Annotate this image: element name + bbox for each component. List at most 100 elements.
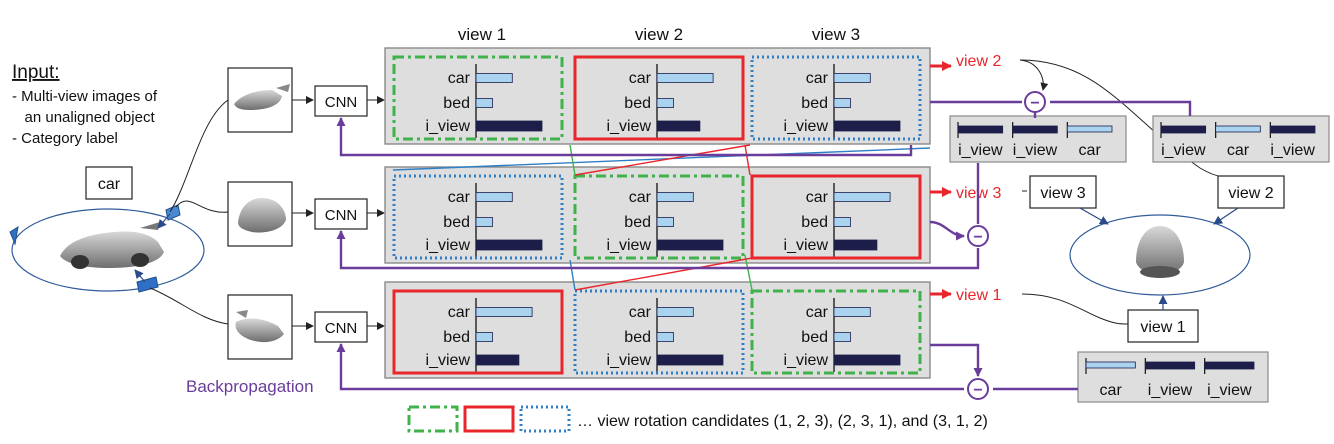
legend-text: … view rotation candidates (1, 2, 3), (2… (577, 413, 988, 430)
bar-i-view-p1-c2 (656, 120, 701, 132)
backprop-label: Backpropagation (186, 377, 314, 396)
bar-i-view-p1-c3 (833, 120, 901, 132)
cnn-label-3: CNN (325, 320, 358, 337)
bar-label-i-view: i_view (784, 237, 829, 254)
bar-label-bed: bed (801, 95, 828, 112)
target-label-i-view: i_view (1161, 142, 1206, 159)
target-bar-i-view (1144, 361, 1196, 370)
category-label-box (85, 166, 133, 200)
view-header-3: view 3 (812, 25, 860, 44)
candidate-box-r-p1 (573, 55, 745, 141)
bar-bed-p1-c1 (475, 98, 493, 108)
bar-label-bed: bed (624, 95, 651, 112)
bar-i-view-p2-c1 (475, 239, 543, 251)
view-image-2 (227, 181, 293, 247)
connector-camera-view2 (175, 200, 229, 213)
candidate-box-g-p1 (392, 55, 564, 141)
bar-car-p1-c3 (833, 73, 871, 83)
estimated-view-label-3: view 3 (1040, 185, 1085, 202)
bar-label-i-view: i_view (426, 237, 471, 254)
connector-output-view1 (1021, 293, 1129, 325)
bar-bed-p2-c3 (833, 217, 851, 227)
bar-car-p1-c1 (475, 73, 513, 83)
target-bar-i-view (1204, 361, 1255, 370)
bar-label-car: car (629, 304, 652, 321)
minus-node-1: − (1024, 91, 1046, 113)
connector-camera-view1 (169, 99, 229, 213)
target-label-car: car (1079, 142, 1102, 159)
input-title: Input: (12, 62, 60, 83)
input-description: Input: - Multi-view images of an unalign… (12, 62, 158, 147)
svg-text:−: − (1030, 95, 1039, 112)
bar-i-view-p3-c1 (475, 354, 520, 366)
minus-node-3: − (967, 378, 989, 400)
view-header-2: view 2 (635, 25, 683, 44)
estimated-view-box-2: view 2 (1217, 175, 1285, 209)
output-label-3: view 1 (956, 287, 1001, 304)
bar-car-p2-c3 (833, 192, 891, 202)
bar-label-bed: bed (443, 329, 470, 346)
target-label-i-view: i_view (1207, 382, 1252, 399)
cnn-block-1: CNN (314, 85, 368, 117)
bar-i-view-p2-c3 (833, 239, 878, 251)
bar-bed-p3-c3 (833, 332, 851, 342)
bar-car-p2-c1 (475, 192, 513, 202)
bar-label-car: car (448, 304, 471, 321)
bar-i-view-p2-c2 (656, 239, 724, 251)
legend: … view rotation candidates (1, 2, 3), (2… (407, 405, 988, 433)
bar-bed-p2-c2 (656, 217, 674, 227)
bar-bed-p1-c3 (833, 98, 851, 108)
target-label-i-view: i_view (1270, 142, 1315, 159)
bar-bed-p1-c2 (656, 98, 674, 108)
aligned-object (1069, 214, 1251, 296)
target-box-3 (1077, 351, 1269, 403)
candidate-box-r-p2 (750, 174, 922, 260)
bar-car-p2-c2 (656, 192, 694, 202)
target-label-car: car (1227, 142, 1250, 159)
connector-output-minus-1 (1019, 59, 1049, 91)
bar-label-car: car (806, 304, 829, 321)
bar-car-p3-c3 (833, 307, 871, 317)
bar-label-car: car (448, 70, 471, 87)
bar-i-view-p3-c2 (656, 354, 724, 366)
target-bar-car (1066, 125, 1113, 133)
target-label-i-view: i_view (958, 142, 1003, 159)
bar-car-p3-c1 (475, 307, 533, 317)
minus-node-2: − (967, 225, 989, 247)
candidate-box-g-p2 (573, 174, 745, 260)
target-label-i-view: i_view (1013, 142, 1058, 159)
candidate-box-g-p3 (750, 289, 922, 375)
bar-car-p3-c2 (656, 307, 694, 317)
svg-text:−: − (973, 229, 982, 246)
bar-label-car: car (629, 189, 652, 206)
target-bar-i-view (1012, 125, 1058, 134)
estimated-view-box-3: view 3 (1029, 175, 1097, 209)
bar-label-i-view: i_view (607, 352, 652, 369)
input-item-3: - Category label (12, 130, 118, 147)
score-panels: carbedi_viewcarbedi_viewcarbedi_viewcarb… (384, 47, 931, 379)
bar-label-i-view: i_view (607, 118, 652, 135)
target-bar-i-view (957, 125, 1004, 134)
legend-blue-box (519, 405, 571, 433)
bar-label-i-view: i_view (784, 118, 829, 135)
input-object-orbit (9, 204, 205, 293)
target-label-car: car (1100, 382, 1123, 399)
car-model-left (60, 222, 164, 269)
arrow-view3-object (1079, 207, 1109, 225)
bar-bed-p2-c1 (475, 217, 493, 227)
cnn-label-2: CNN (325, 207, 358, 224)
legend-red-box (463, 405, 515, 433)
cnn-block-2: CNN (314, 198, 368, 230)
view-image-3 (227, 294, 293, 360)
bar-label-car: car (806, 70, 829, 87)
bar-label-bed: bed (801, 329, 828, 346)
input-item-2: an unaligned object (12, 109, 155, 126)
svg-text:−: − (973, 382, 982, 399)
bar-car-p1-c2 (656, 73, 714, 83)
connector-camera-view3 (149, 287, 229, 325)
bar-label-bed: bed (624, 214, 651, 231)
target-bar-i-view (1160, 125, 1207, 134)
bar-label-i-view: i_view (607, 237, 652, 254)
target-bar-i-view (1269, 125, 1316, 134)
